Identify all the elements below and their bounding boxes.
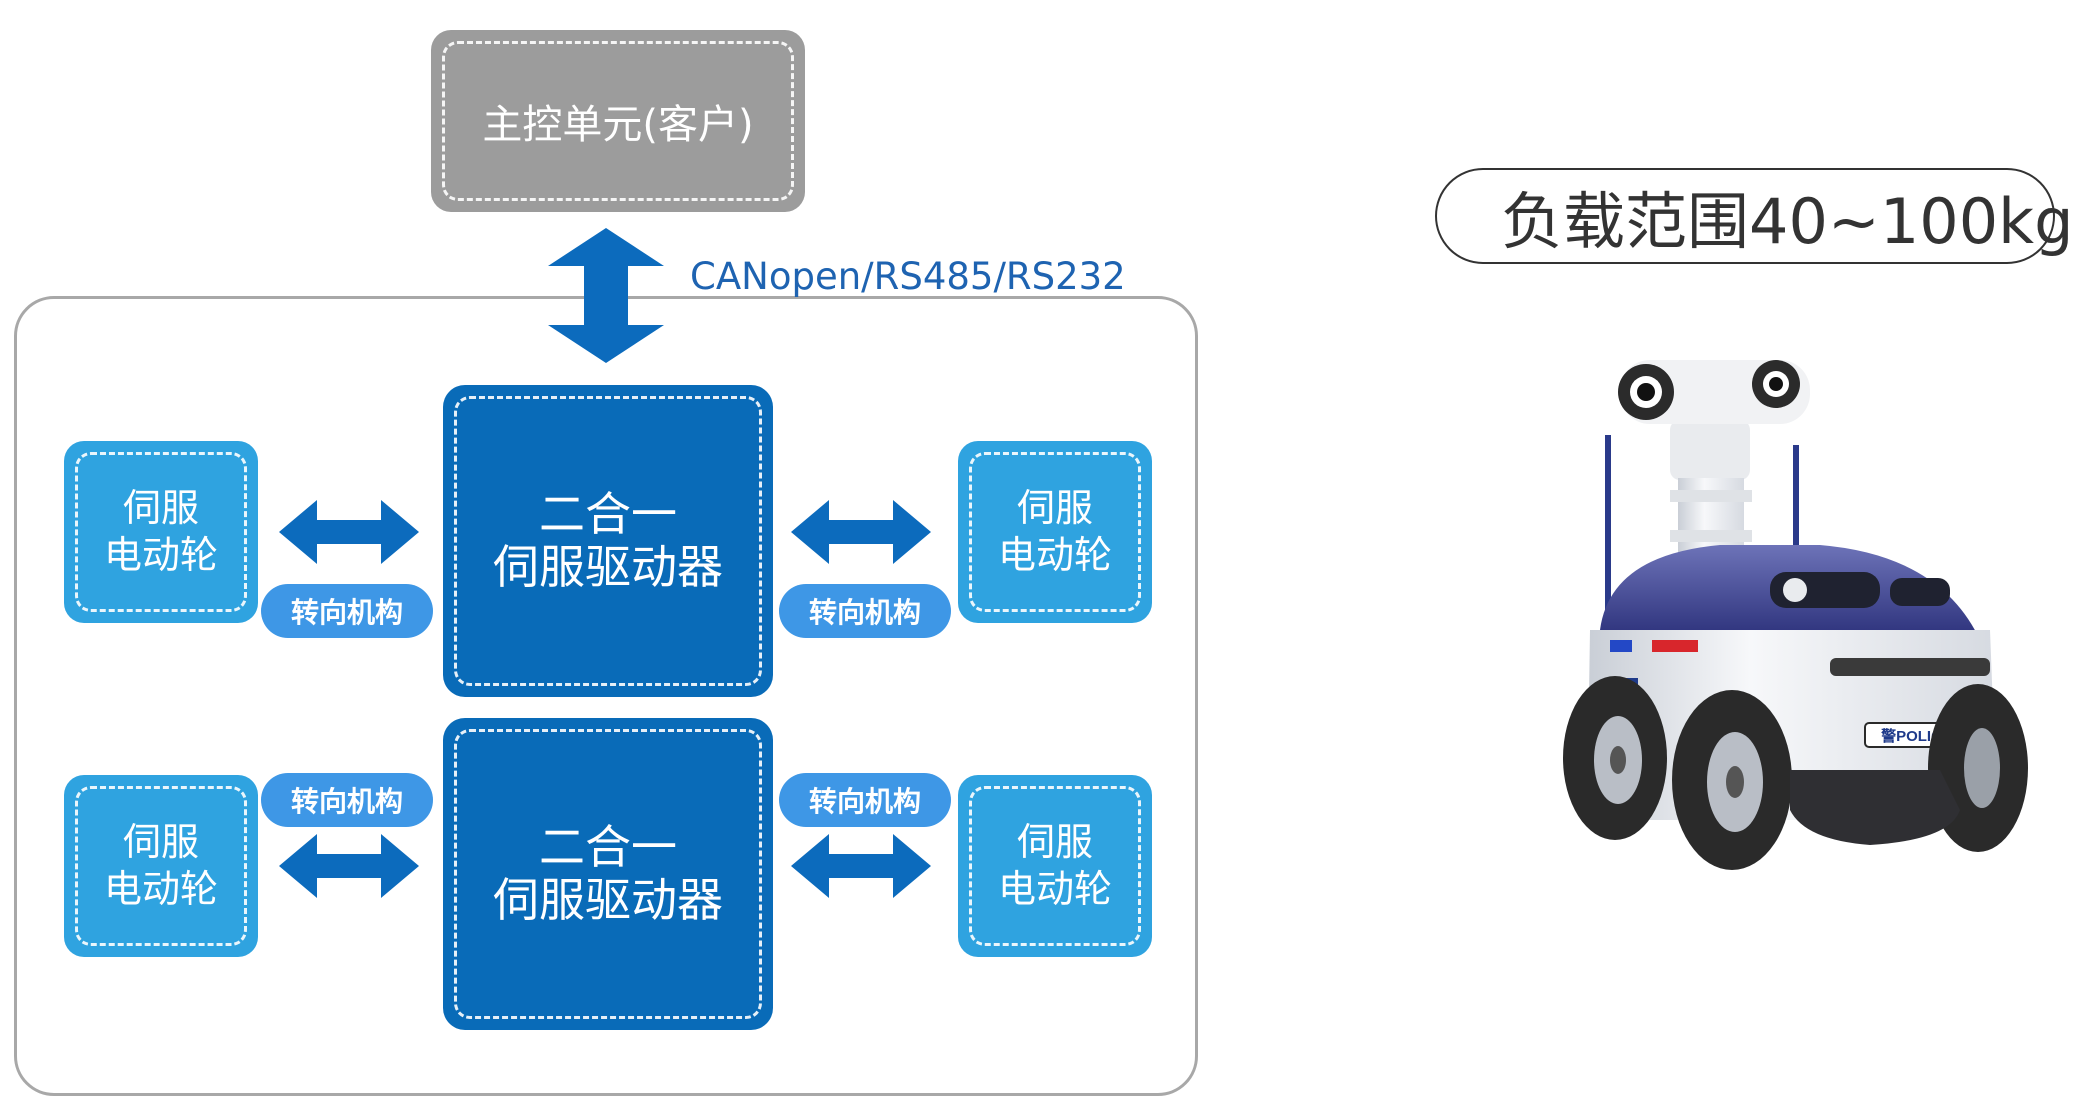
driver-line1: 二合一 bbox=[539, 820, 677, 875]
payload-range-label: 负载范围40~100kg bbox=[1435, 168, 2073, 264]
servo-wheel-top-left: 伺服 电动轮 bbox=[64, 441, 258, 623]
servo-driver-top: 二合一 伺服驱动器 bbox=[443, 385, 773, 697]
left-top-double-arrow-icon bbox=[279, 500, 419, 564]
servo-driver-bottom: 二合一 伺服驱动器 bbox=[443, 718, 773, 1030]
motor-line2: 电动轮 bbox=[997, 867, 1112, 911]
left-bottom-double-arrow-icon bbox=[279, 834, 419, 898]
payload-text: 负载范围40~100kg bbox=[1501, 185, 2073, 258]
motor-line1: 伺服 bbox=[122, 819, 199, 864]
right-bottom-double-arrow-icon bbox=[791, 834, 931, 898]
right-top-double-arrow-icon bbox=[791, 500, 931, 564]
driver-line2: 伺服驱动器 bbox=[493, 873, 723, 927]
motor-line1: 伺服 bbox=[122, 485, 199, 530]
motor-line1: 伺服 bbox=[1016, 485, 1093, 530]
driver-line2: 伺服驱动器 bbox=[493, 540, 723, 594]
servo-wheel-bottom-left: 伺服 电动轮 bbox=[64, 775, 258, 957]
motor-line1: 伺服 bbox=[1016, 819, 1093, 864]
steering-label-bottom-right: 转向机构 bbox=[779, 773, 951, 827]
steering-label-bottom-left: 转向机构 bbox=[261, 773, 433, 827]
patrol-robot-image: 警POLICE察 bbox=[1563, 360, 2028, 870]
steering-label-top-left: 转向机构 bbox=[261, 584, 433, 638]
main-controller-box: 主控单元(客户) bbox=[431, 30, 805, 212]
motor-line2: 电动轮 bbox=[997, 533, 1112, 577]
bus-protocol-label: CANopen/RS485/RS232 bbox=[690, 255, 1126, 298]
steering-label-top-right: 转向机构 bbox=[779, 584, 951, 638]
driver-line1: 二合一 bbox=[539, 487, 677, 542]
bus-double-arrow-icon bbox=[548, 228, 664, 363]
controller-label: 主控单元(客户) bbox=[482, 102, 754, 148]
servo-wheel-bottom-right: 伺服 电动轮 bbox=[958, 775, 1152, 957]
motor-line2: 电动轮 bbox=[103, 533, 218, 577]
motor-line2: 电动轮 bbox=[103, 867, 218, 911]
servo-wheel-top-right: 伺服 电动轮 bbox=[958, 441, 1152, 623]
